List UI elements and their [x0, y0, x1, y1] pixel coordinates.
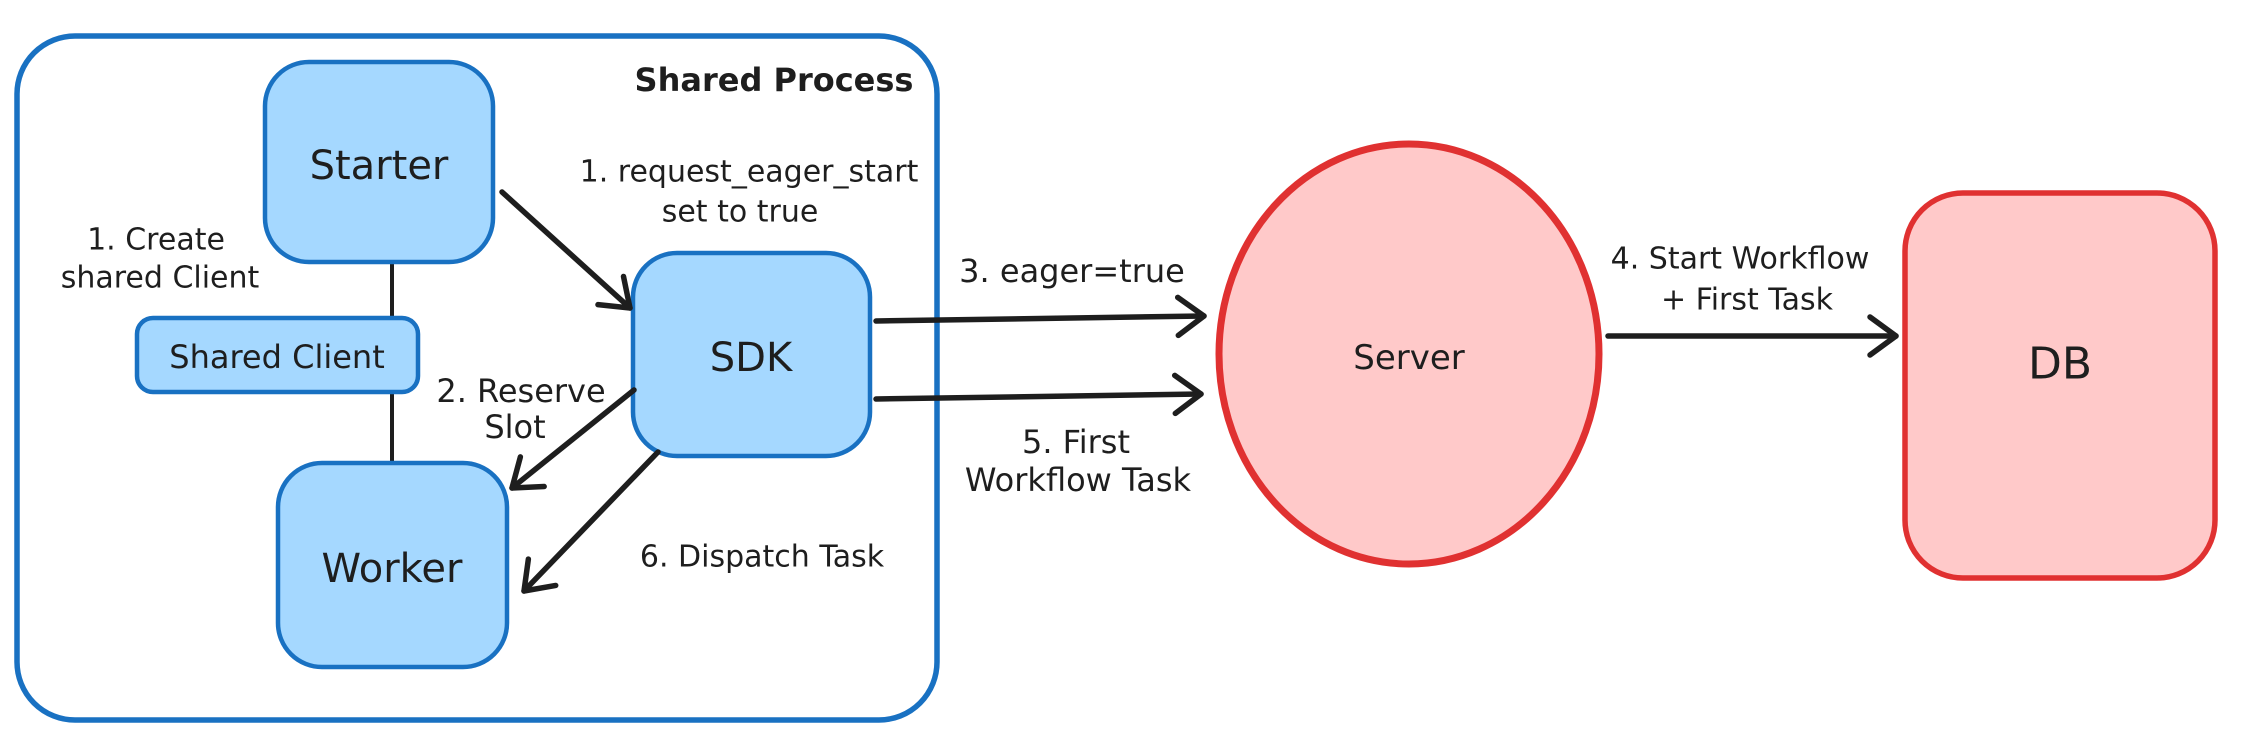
label-create-shared-client-line1: 1. Create: [87, 223, 225, 258]
shared-process-container: [14, 33, 940, 723]
node-db: [1902, 190, 2218, 581]
node-worker: [275, 460, 510, 670]
node-worker-label: Worker: [322, 546, 463, 592]
node-server-label: Server: [1353, 338, 1465, 378]
label-first-workflow-task-line1: 5. First: [1022, 423, 1130, 461]
label-request-eager-start-line1: 1. request_eager_start: [580, 155, 919, 190]
label-start-workflow-line2: + First Task: [1661, 283, 1834, 318]
node-starter: [262, 59, 496, 265]
arrow-dispatch-task: [521, 449, 661, 594]
node-sdk: [630, 250, 873, 459]
arrow-reserve-slot: [509, 387, 637, 491]
label-reserve-slot-line1: 2. Reserve: [436, 372, 605, 410]
node-starter-label: Starter: [310, 143, 449, 189]
arrow-eager-true: [873, 294, 1207, 339]
label-eager-true: 3. eager=true: [959, 252, 1185, 290]
node-db-label: DB: [2028, 339, 2092, 390]
arrow-request-eager-start: [499, 189, 633, 311]
label-request-eager-start-line2: set to true: [662, 195, 819, 230]
label-reserve-slot-line2: Slot: [484, 408, 545, 446]
node-server: [1215, 140, 1603, 568]
label-create-shared-client-line2: shared Client: [61, 261, 260, 296]
node-shared-client-label: Shared Client: [169, 338, 384, 376]
node-shared-client: [134, 315, 421, 395]
shared-process-label: Shared Process: [635, 61, 914, 99]
label-dispatch-task: 6. Dispatch Task: [640, 540, 885, 575]
arrow-first-workflow-task: [873, 372, 1204, 417]
node-sdk-label: SDK: [710, 335, 794, 381]
label-first-workflow-task-line2: Workflow Task: [965, 461, 1192, 499]
label-start-workflow-line1: 4. Start Workflow: [1611, 242, 1870, 277]
